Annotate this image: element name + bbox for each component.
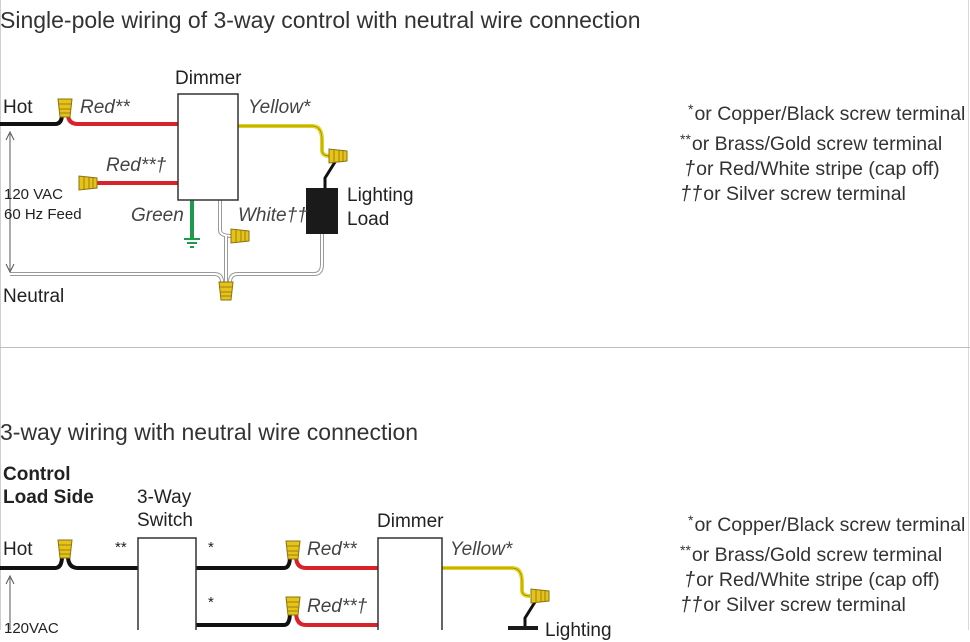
legend-item: *or Copper/Black screw terminal <box>680 97 965 127</box>
wire-nut-hot-2 <box>57 539 73 559</box>
legend-item: †or Red/White stripe (cap off) <box>680 157 965 182</box>
legend-item: **or Brass/Gold screw terminal <box>680 538 965 568</box>
section1-title: Single-pole wiring of 3-way control with… <box>0 7 641 33</box>
neutral-wire <box>10 272 224 283</box>
dimmer-label-2: Dimmer <box>377 511 444 532</box>
switch-to-nut-bottom <box>196 611 292 627</box>
hot-to-switch <box>66 555 138 570</box>
neutral-label: Neutral <box>3 286 65 307</box>
dimmer-body-2 <box>377 537 443 630</box>
lighting-load-block <box>306 188 338 234</box>
switch-to-nut-top <box>196 555 292 570</box>
legend-text: or Silver screw terminal <box>703 183 906 205</box>
wire-nut-cap <box>78 175 98 191</box>
legend-mark: ** <box>680 131 691 147</box>
legend-2: *or Copper/Black screw terminal **or Bra… <box>680 508 965 618</box>
feed-frequency-label: 60 Hz Feed <box>4 206 82 223</box>
legend-mark: †† <box>680 594 703 616</box>
ground-symbol <box>184 238 200 248</box>
lighting-load-label-3: Lighting <box>545 620 612 641</box>
control-label-1: Control <box>3 464 71 485</box>
legend-mark: * <box>688 101 694 117</box>
section-divider <box>0 347 970 348</box>
section2-wires <box>0 555 537 630</box>
wire-nut-load <box>328 148 348 164</box>
legend-text: or Copper/Black screw terminal <box>694 514 966 536</box>
hot-label-2: Hot <box>3 539 33 560</box>
legend-mark: † <box>684 158 696 180</box>
red-label-3: Red** <box>307 539 357 560</box>
green-label: Green <box>131 205 184 226</box>
right-border <box>968 0 969 630</box>
legend-item: **or Brass/Gold screw terminal <box>680 127 965 157</box>
legend-item: ††or Silver screw terminal <box>680 182 965 207</box>
three-way-switch-body <box>137 537 197 630</box>
load-lead <box>323 161 337 188</box>
wire-nut-hot <box>57 98 73 118</box>
yellow-label: Yellow* <box>248 97 311 118</box>
switch-terminal-mark-bottom: * <box>208 594 214 611</box>
legend-1: *or Copper/Black screw terminal **or Bra… <box>680 97 965 207</box>
white-label: White†† <box>238 205 308 226</box>
feed-voltage-label-2: 120VAC <box>4 620 59 637</box>
legend-mark: * <box>688 512 694 528</box>
wire-nut-load-2 <box>530 588 550 604</box>
left-border <box>0 0 1 630</box>
wire-nut-red-4 <box>285 596 301 616</box>
legend-mark: ** <box>680 542 691 558</box>
section1-wires <box>0 113 337 283</box>
switch-label-2: Switch <box>137 510 193 531</box>
legend-text: or Copper/Black screw terminal <box>694 103 966 125</box>
white-wire-dimmer <box>218 200 233 238</box>
wire-nut-white <box>230 228 250 244</box>
lighting-load-label-2: Load <box>347 209 390 230</box>
yellow-wire-2 <box>442 566 531 598</box>
switch-label-1: 3-Way <box>137 487 192 508</box>
red-label-1: Red** <box>80 97 130 118</box>
legend-text: or Red/White stripe (cap off) <box>696 569 940 591</box>
legend-text: or Brass/Gold screw terminal <box>691 544 943 566</box>
dimmer-label: Dimmer <box>175 68 242 89</box>
yellow-wire <box>238 124 331 158</box>
section2-title: 3-way wiring with neutral wire connectio… <box>0 419 419 445</box>
wire-nut-red-3 <box>285 540 301 560</box>
legend-mark: †† <box>680 183 703 205</box>
wire-nut-neutral <box>218 281 234 301</box>
yellow-label-2: Yellow* <box>450 539 513 560</box>
legend-mark: † <box>684 569 696 591</box>
legend-text: or Red/White stripe (cap off) <box>696 158 940 180</box>
hot-label: Hot <box>3 97 33 118</box>
switch-terminal-mark-top: * <box>208 539 214 556</box>
control-label-2: Load Side <box>3 487 94 508</box>
legend-text: or Silver screw terminal <box>703 594 906 616</box>
load-lead-2 <box>523 601 537 630</box>
legend-item: *or Copper/Black screw terminal <box>680 508 965 538</box>
lighting-load-block-2 <box>508 626 538 630</box>
legend-text: or Brass/Gold screw terminal <box>691 133 943 155</box>
feed-voltage-label: 120 VAC <box>4 186 63 203</box>
switch-terminal-mark-left: ** <box>115 539 127 556</box>
lighting-load-label-1: Lighting <box>347 185 414 206</box>
legend-item: †or Red/White stripe (cap off) <box>680 568 965 593</box>
dimmer-body <box>177 93 239 201</box>
red-label-2: Red**† <box>106 155 167 176</box>
legend-item: ††or Silver screw terminal <box>680 593 965 618</box>
red-label-4: Red**† <box>307 596 368 617</box>
